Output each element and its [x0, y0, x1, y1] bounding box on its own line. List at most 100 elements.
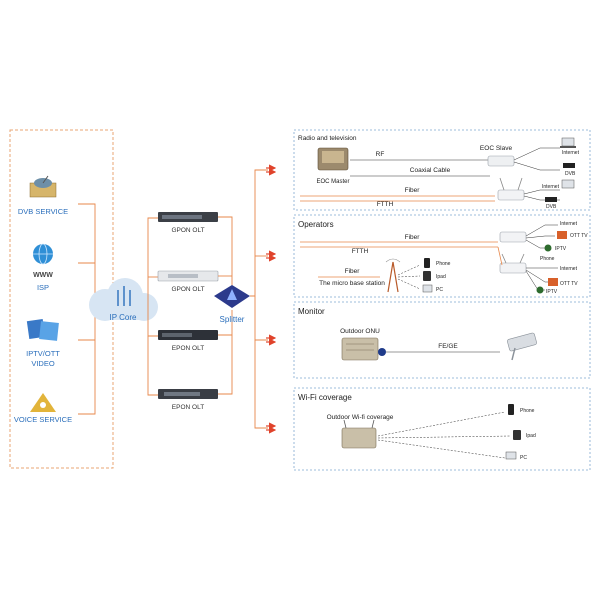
olt-epon-1: EPON OLT — [158, 330, 218, 352]
internet-label: Internet — [560, 221, 578, 227]
splitter-panel-links — [250, 169, 268, 429]
laptop-icon — [560, 137, 576, 148]
panel-title: Wi-Fi coverage — [298, 393, 352, 402]
phone-icon — [508, 404, 514, 415]
internet-label: Internet — [562, 150, 580, 156]
eoc-slave-icon — [487, 155, 515, 167]
ftth-label: FTTH — [352, 248, 369, 255]
phone-icon — [424, 258, 430, 268]
pc-icon — [422, 284, 433, 293]
olt-device-icon — [158, 330, 218, 340]
ont-router-icon — [499, 253, 527, 274]
cloud-icon — [89, 278, 158, 321]
eoc-master-icon — [317, 147, 349, 171]
dvb-label: DVB — [565, 171, 576, 177]
olt-gpon-2: GPON OLT — [157, 270, 219, 293]
iptv-box-icon — [536, 286, 544, 294]
panel-radio-television: Radio and television EOC Master RF Coaxi… — [293, 129, 591, 211]
olt-label: GPON OLT — [171, 286, 204, 293]
ott-tv-label: OTT TV — [560, 281, 578, 287]
voice-icon — [30, 393, 56, 412]
olt-device-icon — [158, 212, 218, 222]
ipad-label: Ipad — [436, 274, 446, 280]
camera-icon — [507, 332, 537, 361]
tablet-icon — [513, 430, 521, 440]
base-station-label: The micro base station — [319, 280, 385, 287]
splitter: Splitter — [214, 285, 250, 324]
isp-label: ISP — [37, 283, 49, 292]
laptop-icon — [561, 179, 575, 189]
ont-router-icon — [499, 231, 527, 243]
voice-service: VOICE SERVICE — [14, 393, 72, 424]
outdoor-onu-label: Outdoor ONU — [340, 328, 380, 335]
ipad-label: Ipad — [526, 433, 536, 439]
rf-label: RF — [376, 151, 385, 158]
internet-label: Internet — [560, 266, 578, 272]
tv-icon — [548, 278, 558, 286]
olt-label: EPON OLT — [172, 404, 204, 411]
iptv-label-line1: IPTV/OTT — [26, 349, 60, 358]
base-station-tower-icon — [385, 258, 401, 293]
panel-title: Monitor — [298, 307, 325, 316]
splitter-label: Splitter — [220, 315, 245, 324]
olt-splitter-links — [218, 216, 233, 395]
tv-icon — [557, 231, 567, 239]
arrow-icon-monitor — [266, 334, 277, 346]
panel-title: Operators — [298, 220, 334, 229]
arrow-icon-operators — [266, 250, 277, 262]
olt-epon-2: EPON OLT — [158, 389, 218, 411]
iptv-label: IPTV — [546, 289, 558, 295]
iptv-service: IPTV/OTT VIDEO — [26, 318, 60, 368]
dvb-service-label: DVB SERVICE — [18, 207, 68, 216]
outdoor-wifi-label: Outdoor Wi-fi coverage — [327, 414, 394, 421]
fiber-label: Fiber — [345, 268, 361, 275]
fiber-label: Fiber — [405, 234, 421, 241]
globe-icon — [33, 243, 53, 265]
set-top-box-icon — [563, 163, 575, 168]
panel-operators: Operators Fiber FTTH Fiber The micro bas… — [293, 214, 591, 298]
ont-router-icon — [497, 177, 525, 201]
ip-core: IP Core — [89, 278, 158, 322]
internet-label: Internet — [542, 184, 560, 190]
dvb-service: DVB SERVICE — [18, 175, 68, 216]
fiber-label: Fiber — [405, 187, 421, 194]
tablet-icon — [423, 271, 431, 281]
olt-gpon-1: GPON OLT — [158, 212, 218, 234]
phone-label: Phone — [520, 408, 535, 414]
outdoor-onu-icon — [341, 337, 386, 361]
isp-service: WWW ISP — [33, 243, 53, 292]
eoc-master-label: EOC Master — [316, 179, 349, 185]
dvb-label: DVB — [546, 204, 557, 210]
isp-www-label: WWW — [33, 272, 53, 279]
olt-label: EPON OLT — [172, 345, 204, 352]
arrow-icon-radio — [266, 164, 277, 176]
voice-label: VOICE SERVICE — [14, 415, 72, 424]
outdoor-wifi-icon — [341, 419, 377, 449]
phone-label: Phone — [540, 256, 555, 262]
coaxial-label: Coaxial Cable — [410, 167, 451, 174]
olt-device-icon — [158, 389, 218, 399]
olt-label: GPON OLT — [171, 227, 204, 234]
splitter-icon — [214, 285, 250, 308]
eoc-slave-label: EOC Slave — [480, 145, 513, 152]
fe-ge-label: FE/GE — [438, 343, 458, 350]
arrow-icon-wifi — [266, 422, 277, 434]
iptv-label: IPTV — [555, 246, 567, 252]
set-top-box-icon — [545, 197, 557, 202]
iptv-label-line2: VIDEO — [31, 359, 55, 368]
ott-tv-label: OTT TV — [570, 233, 588, 239]
panel-wifi-coverage: Wi-Fi coverage Outdoor Wi-fi coverage Ph… — [293, 387, 591, 471]
olt-device-icon — [157, 270, 219, 282]
panel-title: Radio and television — [298, 135, 357, 142]
satellite-dish-icon — [29, 175, 57, 198]
pc-label: PC — [520, 455, 527, 461]
ftth-label: FTTH — [377, 201, 394, 208]
pc-icon — [505, 451, 517, 460]
iptv-icon — [26, 318, 59, 341]
iptv-box-icon — [544, 244, 552, 252]
panel-monitor: Monitor Outdoor ONU FE/GE — [293, 301, 591, 379]
pc-label: PC — [436, 287, 443, 293]
ip-core-label: IP Core — [110, 313, 138, 322]
phone-label: Phone — [436, 261, 451, 267]
